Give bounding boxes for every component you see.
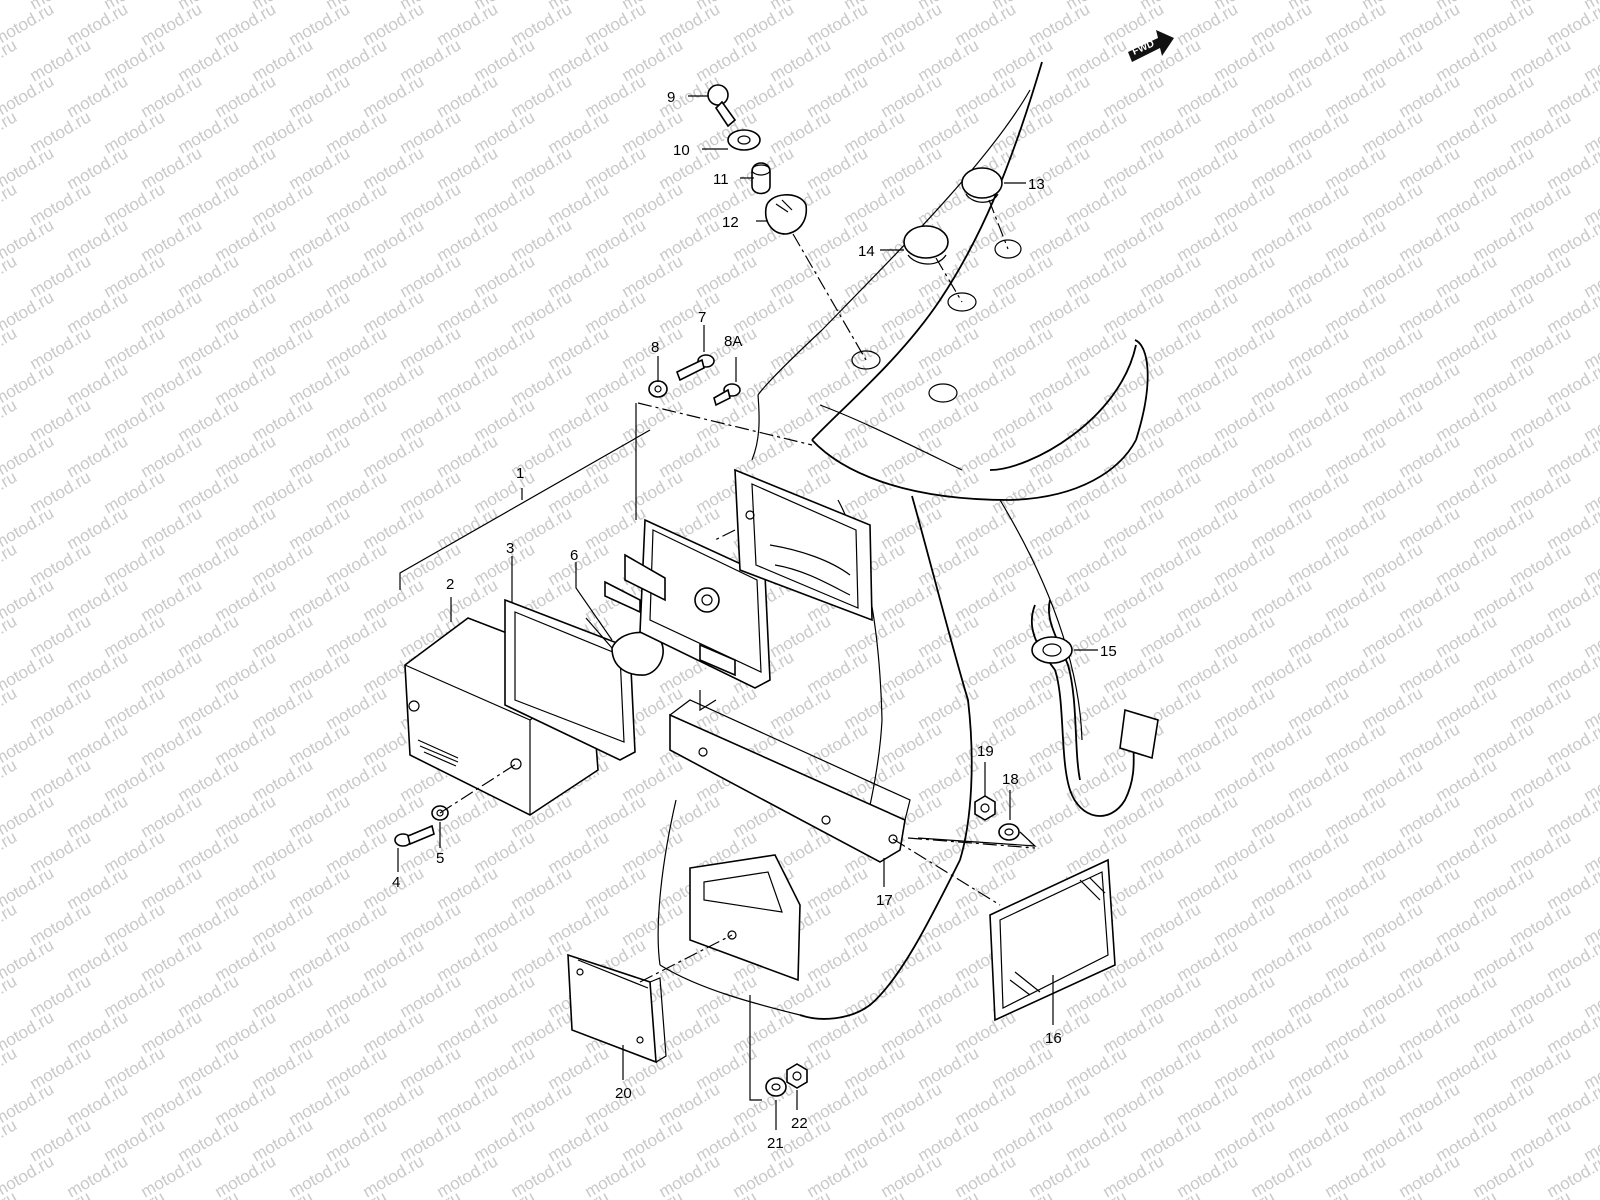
watermark-text: motod.ru bbox=[397, 1187, 465, 1200]
watermark-text: motod.ru bbox=[27, 1187, 95, 1200]
watermark-text: motod.ru bbox=[0, 899, 20, 949]
callout-22: 22 bbox=[791, 1115, 808, 1132]
license-plate-holder bbox=[689, 854, 801, 982]
callout-8: 8 bbox=[651, 339, 659, 356]
reflector-16 bbox=[989, 858, 1116, 1022]
watermark-text: motod.ru bbox=[0, 1043, 20, 1093]
callout-8a: 8A bbox=[724, 333, 742, 350]
watermark-text: motod.ru bbox=[1544, 1151, 1600, 1200]
rear-fender bbox=[657, 61, 1149, 1020]
watermark-text: motod.ru bbox=[1137, 1187, 1205, 1200]
watermark-text: motod.ru bbox=[1211, 1187, 1279, 1200]
watermark-text: motod.ru bbox=[1507, 1187, 1575, 1200]
callout-1: 1 bbox=[516, 465, 524, 482]
watermark-text: motod.ru bbox=[1359, 1187, 1427, 1200]
bolt-9 bbox=[707, 84, 737, 128]
washer-8 bbox=[648, 380, 668, 398]
callout-2: 2 bbox=[446, 576, 454, 593]
washer-10 bbox=[727, 129, 761, 151]
watermark-text: motod.ru bbox=[545, 1187, 613, 1200]
callout-11: 11 bbox=[713, 171, 729, 188]
watermark-text: motod.ru bbox=[0, 1115, 20, 1165]
callout-16: 16 bbox=[1045, 1030, 1062, 1047]
callout-17: 17 bbox=[876, 892, 893, 909]
screw-8a bbox=[713, 383, 741, 407]
reflector-20 bbox=[567, 953, 667, 1064]
watermark-text: motod.ru bbox=[1285, 1187, 1353, 1200]
watermark-text: motod.ru bbox=[1581, 1187, 1600, 1200]
watermark-text: motod.ru bbox=[101, 1187, 169, 1200]
assembly-lines bbox=[399, 199, 1037, 1101]
watermark-text: motod.ru bbox=[0, 35, 20, 85]
plug-14 bbox=[903, 225, 949, 265]
watermark-text: motod.ru bbox=[0, 827, 20, 877]
license-light-bracket bbox=[734, 468, 873, 622]
wiring-harness-15 bbox=[1030, 599, 1159, 817]
watermark-text: motod.ru bbox=[0, 323, 20, 373]
watermark-text: motod.ru bbox=[767, 1187, 835, 1200]
callout-labels: 1 2 3 4 5 6 7 8 8A 9 10 11 12 13 14 15 1… bbox=[392, 89, 1117, 1152]
screw-7 bbox=[675, 354, 715, 382]
callout-13: 13 bbox=[1028, 176, 1045, 193]
callout-4: 4 bbox=[392, 874, 400, 891]
watermark-text: motod.ru bbox=[841, 1187, 909, 1200]
callout-20: 20 bbox=[615, 1085, 632, 1102]
callout-21: 21 bbox=[767, 1135, 784, 1152]
watermark-text: motod.ru bbox=[0, 971, 20, 1021]
callout-14: 14 bbox=[858, 243, 875, 260]
callout-9: 9 bbox=[667, 89, 675, 106]
watermark-text: motod.ru bbox=[619, 1187, 687, 1200]
callout-3: 3 bbox=[506, 540, 514, 557]
watermark-text: motod.ru bbox=[0, 395, 20, 445]
washer-21 bbox=[765, 1077, 787, 1097]
leader-lines bbox=[397, 95, 1098, 1130]
bulb-6 bbox=[585, 617, 664, 676]
watermark-text: motod.ru bbox=[1063, 1187, 1131, 1200]
watermark-text: motod.ru bbox=[0, 251, 20, 301]
watermark-text: motod.ru bbox=[989, 1187, 1057, 1200]
callout-5: 5 bbox=[436, 850, 444, 867]
watermark-text: motod.ru bbox=[471, 1187, 539, 1200]
watermark-text: motod.ru bbox=[0, 107, 20, 157]
watermark-text: motod.ru bbox=[249, 1187, 317, 1200]
cushion-12 bbox=[764, 194, 808, 235]
watermark-text: motod.ru bbox=[915, 1187, 983, 1200]
gasket-3 bbox=[504, 598, 636, 761]
collar-11 bbox=[751, 162, 771, 195]
callout-10: 10 bbox=[673, 142, 690, 159]
watermark-text: motod.ru bbox=[0, 0, 20, 13]
callout-18: 18 bbox=[1002, 771, 1019, 788]
nut-22 bbox=[786, 1063, 808, 1089]
callout-7: 7 bbox=[698, 309, 706, 326]
callout-12: 12 bbox=[722, 214, 739, 231]
reflector-bracket-17 bbox=[669, 699, 911, 863]
watermark-text: motod.ru bbox=[693, 1187, 761, 1200]
callout-19: 19 bbox=[977, 743, 994, 760]
watermark-text: motod.ru bbox=[175, 1187, 243, 1200]
washer-18 bbox=[998, 823, 1020, 841]
watermark-text: motod.ru bbox=[0, 611, 20, 661]
watermark-text: motod.ru bbox=[0, 179, 20, 229]
callout-15: 15 bbox=[1100, 643, 1117, 660]
lamp-housing bbox=[604, 518, 771, 689]
nut-19 bbox=[974, 795, 996, 821]
watermark-text: motod.ru bbox=[0, 755, 20, 805]
screw-4 bbox=[394, 824, 435, 847]
plug-13 bbox=[961, 167, 1003, 203]
watermark-text: motod.ru bbox=[1433, 1187, 1501, 1200]
callout-6: 6 bbox=[570, 547, 578, 564]
watermark-text: motod.ru bbox=[0, 683, 20, 733]
watermark-text: motod.ru bbox=[0, 539, 20, 589]
watermark-text: motod.ru bbox=[0, 467, 20, 517]
watermark-text: motod.ru bbox=[323, 1187, 391, 1200]
